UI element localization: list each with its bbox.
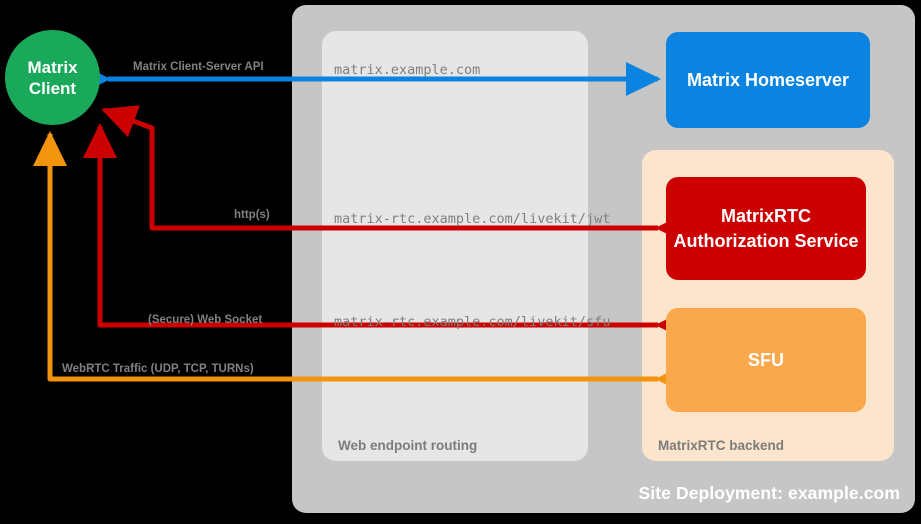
node-matrix-client-line2: Client — [28, 78, 77, 98]
endpoint-label-sfu: matrix-rtc.example.com/livekit/sfu — [334, 314, 611, 330]
node-matrix-homeserver: Matrix Homeserver — [666, 32, 870, 128]
connector-label-webrtc: WebRTC Traffic (UDP, TCP, TURNs) — [62, 363, 254, 375]
node-sfu: SFU — [666, 308, 866, 412]
node-matrix-client-line1: Matrix — [27, 57, 78, 77]
connector-label-client-server-api: Matrix Client-Server API — [133, 61, 264, 73]
endpoint-label-jwt: matrix-rtc.example.com/livekit/jwt — [334, 211, 611, 227]
web-endpoint-routing-label: Web endpoint routing — [338, 438, 478, 453]
web-endpoint-routing-panel — [322, 31, 588, 461]
site-deployment-label: Site Deployment: example.com — [638, 483, 900, 503]
node-matrixrtc-authorization-service: MatrixRTC Authorization Service — [666, 177, 866, 280]
node-matrix-client: Matrix Client — [5, 30, 100, 125]
endpoint-label-matrix: matrix.example.com — [334, 62, 481, 78]
connector-label-websocket: (Secure) Web Socket — [148, 314, 263, 326]
connector-label-https: http(s) — [234, 209, 270, 221]
matrixrtc-backend-label: MatrixRTC backend — [658, 438, 785, 453]
